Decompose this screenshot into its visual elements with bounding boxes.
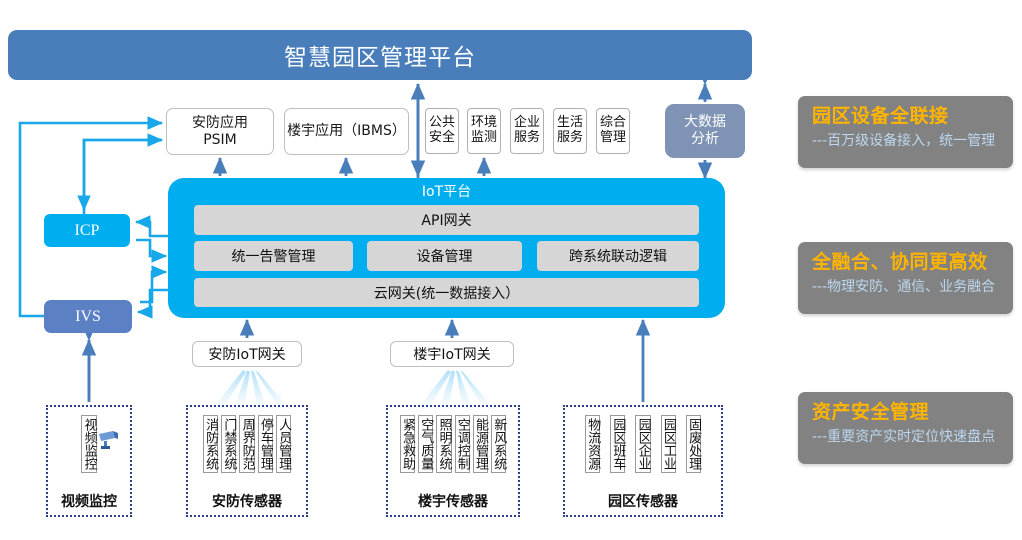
sensor-chip[interactable]: 紧急救助: [399, 415, 415, 473]
sensor-chip-row: 紧急救助 空气质量 照明系统 空调控制 能源管理 新风系统: [388, 415, 518, 489]
iot-platform-panel: IoT平台 API网关 统一告警管理 设备管理 跨系统联动逻辑 云网关(统一数据…: [168, 178, 725, 318]
sensor-group-label: 楼宇传感器: [418, 494, 488, 510]
sensor-chip[interactable]: 空气质量: [418, 415, 434, 473]
cctv-camera-icon: [99, 431, 118, 449]
feature-panel-connectivity: 园区设备全联接 ---百万级设备接入，统一管理: [798, 96, 1013, 168]
big-data-label: 大数据 分析: [684, 114, 726, 147]
app-ibms-label: 楼宇应用（IBMS）: [287, 123, 406, 140]
app-mini-label: 生活服务: [556, 115, 583, 145]
sensor-chip[interactable]: 消防系统: [202, 415, 219, 473]
sensor-group-park: 物流资源 园区班车 园区企业 园区工业 固废处理 园区传感器: [563, 405, 723, 517]
sensor-chip[interactable]: 周界防范: [239, 415, 255, 473]
iot-platform-title: IoT平台: [421, 184, 472, 200]
sensor-chip-row: 视频监控: [48, 415, 130, 489]
app-mini-living[interactable]: 生活服务: [553, 108, 587, 154]
app-box-psim[interactable]: 安防应用 PSIM: [166, 108, 274, 155]
iot-cloud-gateway[interactable]: 云网关(统一数据接入）: [194, 278, 699, 307]
sensor-chip-row: 物流资源 园区班车 园区企业 园区工业 固废处理: [565, 415, 721, 489]
sensor-chip[interactable]: 园区班车: [610, 415, 626, 473]
sensor-group-building: 紧急救助 空气质量 照明系统 空调控制 能源管理 新风系统 楼宇传感器: [386, 405, 520, 517]
sensor-chip[interactable]: 人员管理: [275, 415, 292, 473]
page-title: 智慧园区管理平台: [8, 30, 752, 80]
app-mini-label: 企业服务: [513, 115, 540, 145]
feature-heading: 全融合、协同更高效: [812, 251, 988, 273]
iot-api-gateway[interactable]: API网关: [194, 205, 699, 235]
sensor-chip[interactable]: 新风系统: [491, 415, 507, 473]
feature-subtext: ---物理安防、通信、业务融合: [812, 278, 996, 295]
sensor-group-security: 消防系统 门禁系统 周界防范 停车管理 人员管理 安防传感器: [186, 405, 308, 517]
feature-heading: 资产安全管理: [812, 401, 930, 423]
feature-subtext: ---百万级设备接入，统一管理: [812, 132, 996, 149]
app-mini-label: 环境监测: [470, 115, 497, 145]
iot-service-device[interactable]: 设备管理: [367, 241, 522, 271]
app-mini-enterprise[interactable]: 企业服务: [510, 108, 544, 154]
sensor-chip[interactable]: 空调控制: [454, 415, 470, 473]
sensor-chip[interactable]: 园区企业: [635, 415, 651, 473]
app-psim-label: 安防应用 PSIM: [192, 114, 248, 148]
sensor-chip[interactable]: 门禁系统: [221, 415, 237, 473]
sensor-group-label: 安防传感器: [212, 494, 282, 510]
ivs-node[interactable]: IVS: [44, 300, 132, 333]
app-mini-public-safety[interactable]: 公共安全: [425, 108, 459, 154]
app-box-ibms[interactable]: 楼宇应用（IBMS）: [284, 108, 409, 155]
sensor-group-label: 视频监控: [61, 494, 117, 510]
sensor-chip[interactable]: 能源管理: [472, 415, 488, 473]
sensor-group-video: 视频监控 视频监控: [46, 405, 132, 517]
iot-service-alarm[interactable]: 统一告警管理: [194, 241, 353, 271]
sensor-chip[interactable]: 物流资源: [584, 415, 601, 473]
sensor-group-label: 园区传感器: [608, 494, 678, 510]
app-mini-label: 公共安全: [428, 115, 455, 145]
security-iot-gateway[interactable]: 安防IoT网关: [192, 341, 302, 367]
iot-service-cross-system[interactable]: 跨系统联动逻辑: [537, 241, 699, 271]
big-data-analytics-box[interactable]: 大数据 分析: [665, 104, 745, 158]
app-mini-label: 综合管理: [599, 115, 626, 145]
sensor-chip[interactable]: 视频监控: [81, 415, 97, 473]
feature-heading: 园区设备全联接: [812, 105, 949, 127]
icp-node[interactable]: ICP: [44, 214, 130, 247]
sensor-chip[interactable]: 固废处理: [685, 415, 702, 473]
feature-subtext: ---重要资产实时定位快速盘点: [812, 428, 996, 445]
sensor-chip[interactable]: 园区工业: [660, 415, 676, 473]
feature-panel-asset-security: 资产安全管理 ---重要资产实时定位快速盘点: [798, 392, 1013, 464]
sensor-chip[interactable]: 照明系统: [436, 415, 452, 473]
building-iot-gateway[interactable]: 楼宇IoT网关: [390, 341, 514, 367]
sensor-chip[interactable]: 停车管理: [257, 415, 273, 473]
sensor-chip-row: 消防系统 门禁系统 周界防范 停车管理 人员管理: [188, 415, 306, 489]
app-mini-environment[interactable]: 环境监测: [467, 108, 501, 154]
app-mini-integrated[interactable]: 综合管理: [596, 108, 630, 154]
feature-panel-convergence: 全融合、协同更高效 ---物理安防、通信、业务融合: [798, 242, 1013, 314]
